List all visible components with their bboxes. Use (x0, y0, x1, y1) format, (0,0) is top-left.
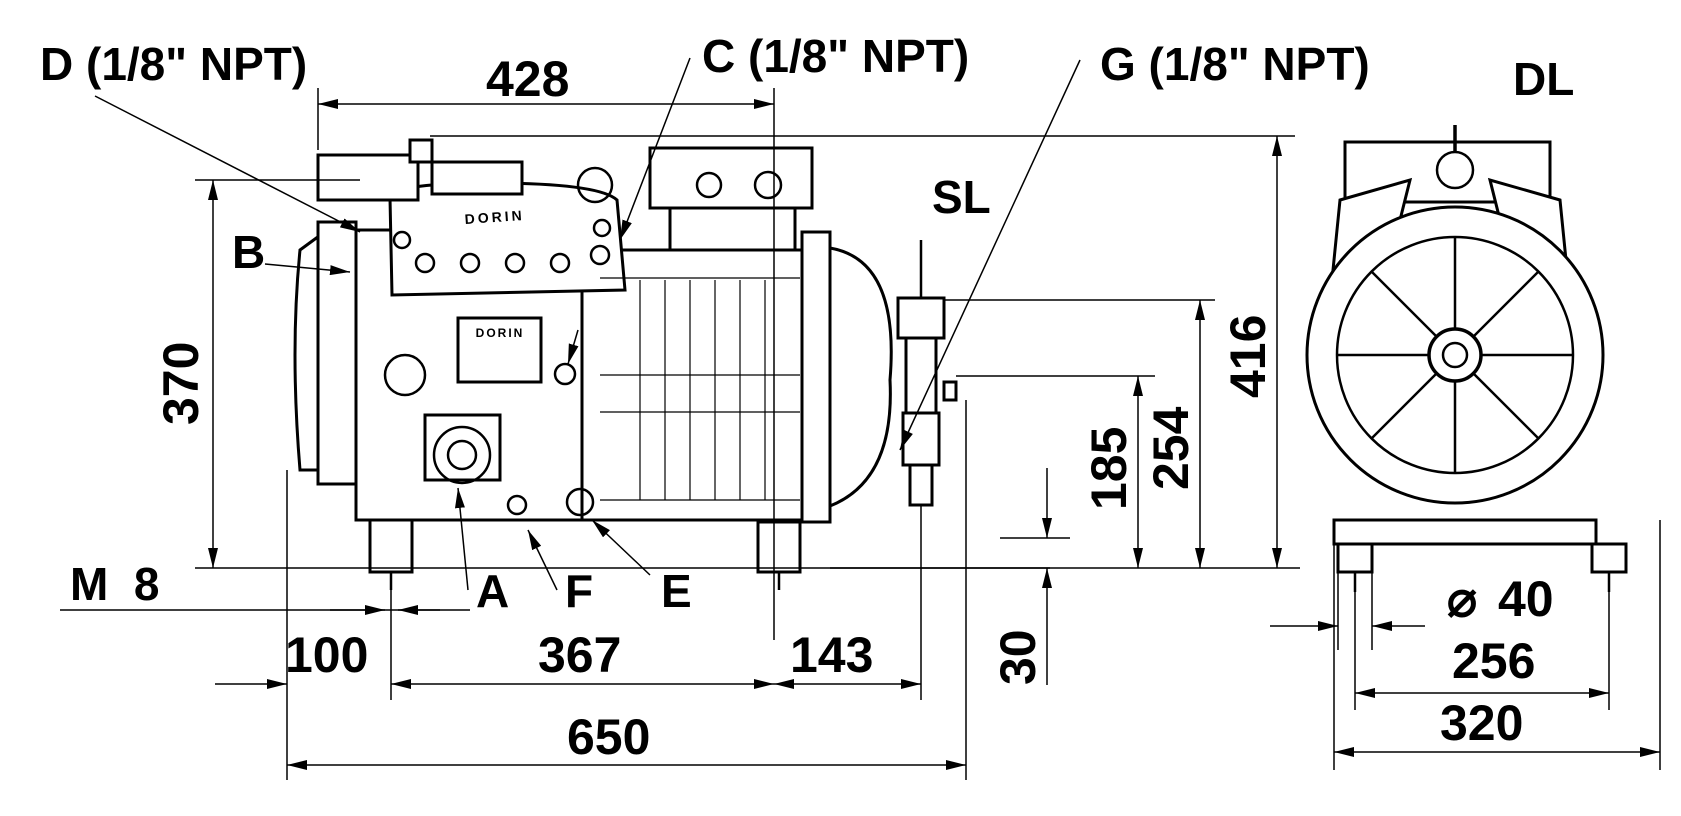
label-f: F (565, 565, 593, 617)
head-brand-text: DORIN (464, 207, 525, 227)
side-brand-text: DORIN (476, 326, 525, 340)
dim-256: 256 (1452, 633, 1535, 689)
label-a: A (476, 565, 509, 617)
dim-320: 320 (1440, 695, 1523, 751)
label-b: B (232, 226, 265, 278)
leader-lines (94, 57, 1081, 591)
label-m8: M 8 (70, 558, 159, 610)
compressor-side-view: DORIN DORIN (293, 138, 958, 590)
head-bolts (392, 218, 612, 274)
diameter-symbol: ⌀ (1447, 571, 1477, 627)
label-d: D (1/8" NPT) (40, 38, 307, 90)
dim-428: 428 (486, 51, 569, 107)
cooling-fins (600, 277, 800, 501)
end-cover-spokes (1337, 237, 1573, 473)
dim-367: 367 (538, 627, 621, 683)
label-c: C (1/8" NPT) (702, 30, 969, 82)
label-e: E (661, 565, 692, 617)
dim-185: 185 (1081, 427, 1137, 510)
dimension-lines (60, 88, 1661, 780)
dim-370: 370 (153, 342, 209, 425)
dim-40: 40 (1498, 571, 1554, 627)
label-g: G (1/8" NPT) (1100, 38, 1370, 90)
annotations: D (1/8" NPT) C (1/8" NPT) G (1/8" NPT) D… (40, 30, 1574, 765)
dim-416: 416 (1220, 315, 1276, 398)
label-sl: SL (932, 171, 991, 223)
suction-valve-sl (896, 240, 958, 507)
dim-254: 254 (1143, 406, 1199, 490)
compressor-end-view (1305, 125, 1628, 592)
dim-143: 143 (790, 627, 873, 683)
dim-30: 30 (990, 629, 1046, 685)
label-dl: DL (1513, 53, 1574, 105)
dim-100: 100 (285, 627, 368, 683)
dim-650: 650 (567, 709, 650, 765)
